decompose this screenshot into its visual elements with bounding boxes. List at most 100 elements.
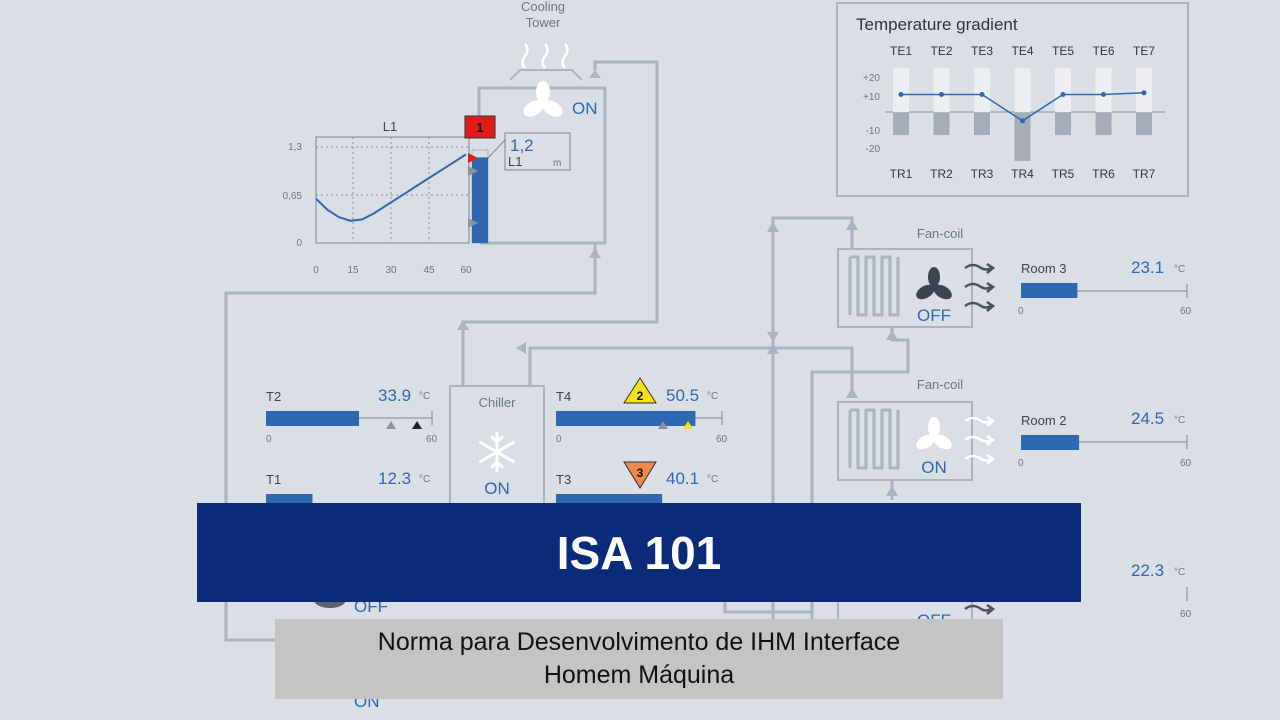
sensor-bar [556, 411, 696, 426]
alarm-badge-3[interactable]: 3 [623, 461, 657, 489]
room-bar [1021, 283, 1078, 298]
flow-arrow-icon [457, 320, 469, 330]
flow-arrow-icon [886, 486, 898, 496]
cooling-tower-title-line1: Cooling [521, 0, 565, 14]
gradient-bottom-label: TR5 [1052, 167, 1075, 181]
room-max: 60 [1180, 609, 1192, 620]
gradient-column-bottom [1136, 113, 1152, 135]
gradient-column-top [1136, 68, 1152, 112]
snowflake-icon [479, 431, 515, 473]
sensor-t2[interactable]: T2 33.9 °C 0 60 [266, 386, 438, 445]
gradient-column-bottom [933, 113, 950, 135]
fancoil-state: OFF [917, 306, 951, 325]
room-label: Room 2 [1021, 413, 1067, 428]
gradient-column-top [1055, 68, 1071, 112]
sensor-tag: T2 [266, 389, 281, 404]
limit-marker [468, 218, 478, 228]
alarm-badge-2[interactable]: 2 [623, 377, 657, 404]
room-bar [1021, 435, 1080, 450]
chiller[interactable]: Chiller ON [449, 385, 545, 517]
airflow-icon [964, 603, 996, 615]
alarm-badge-1[interactable]: 1 [464, 115, 496, 139]
airflow-icon [964, 262, 996, 312]
coil-icon [848, 408, 900, 470]
level-y-tick: 0,65 [283, 191, 303, 202]
subtitle-box: Norma para Desenvolvimento de IHM Interf… [275, 619, 1003, 699]
level-x-tick: 15 [347, 265, 359, 276]
gradient-top-label: TE2 [930, 44, 952, 58]
chiller-state: ON [484, 479, 510, 498]
room-unit: °C [1174, 415, 1185, 426]
cooling-tower-title-line2: Tower [526, 15, 561, 30]
room-unit: °C [1174, 567, 1185, 578]
level-x-tick: 30 [385, 265, 397, 276]
fancoil-room2[interactable]: Fan-coil ON Room 2 24.5 °C 0 60 [837, 377, 1192, 481]
flow-arrow-icon [767, 222, 779, 232]
room-value: 24.5 [1131, 409, 1164, 428]
airflow-icon [964, 415, 996, 465]
sensor-unit: °C [419, 474, 430, 485]
sensor-max: 60 [426, 434, 438, 445]
temperature-gradient-panel: Temperature gradient +20 +10 -10 -20 TE1… [836, 2, 1189, 197]
sensor-value: 40.1 [666, 469, 699, 488]
gradient-top-label: TE5 [1052, 44, 1074, 58]
coil-icon [848, 255, 900, 317]
level-y-tick: 0 [296, 238, 302, 249]
gradient-column-bottom [1055, 113, 1071, 135]
alarm-limit-marker [683, 421, 693, 429]
alarm-badge-label: 3 [637, 466, 644, 480]
gradient-point [1141, 90, 1147, 96]
room-value: 22.3 [1131, 561, 1164, 580]
flow-arrow-icon [767, 332, 779, 342]
gradient-top-label: TE1 [890, 44, 912, 58]
level-x-tick: 0 [313, 265, 319, 276]
alarm-badge-label: 2 [637, 389, 644, 403]
gradient-column-bottom [974, 113, 990, 135]
gradient-column-top [1014, 68, 1031, 112]
sensor-value: 33.9 [378, 386, 411, 405]
steam-icon [521, 43, 569, 69]
fan-icon [916, 417, 952, 450]
fancoil-room3[interactable]: Fan-coil OFF Room 3 23.1 °C 0 60 [837, 226, 1192, 328]
level-readout-unit: m [553, 158, 561, 169]
gradient-top-label: TE3 [971, 44, 993, 58]
room-max: 60 [1180, 458, 1192, 469]
room-min: 0 [1018, 306, 1024, 317]
level-bar-fill [472, 157, 488, 243]
gradient-column-top [893, 68, 909, 112]
level-y-tick: 1,3 [288, 142, 302, 153]
sensor-tag: T1 [266, 472, 281, 487]
sensor-value: 50.5 [666, 386, 699, 405]
level-x-tick: 45 [423, 265, 435, 276]
title-banner: ISA 101 [197, 503, 1081, 602]
gradient-columns: TE1TR1TE2TR2TE3TR3TE4TR4TE5TR5TE6TR6TE7T… [890, 44, 1156, 181]
alarm-badge-label: 1 [476, 120, 483, 135]
sensor-t3[interactable]: T3 3 40.1 °C [556, 461, 718, 509]
level-readout-tag: L1 [508, 154, 522, 169]
gradient-point [979, 92, 985, 97]
room-label: Room 3 [1021, 261, 1067, 276]
fancoil-title: Fan-coil [917, 377, 963, 392]
gradient-y-tick: -20 [866, 144, 881, 155]
sensor-tag: T4 [556, 389, 571, 404]
flow-arrow-icon [589, 70, 601, 78]
gradient-point [1020, 118, 1025, 124]
gradient-column-bottom [893, 113, 909, 135]
flow-arrow-icon [589, 248, 601, 258]
fan-icon [916, 267, 952, 300]
sensor-value: 12.3 [378, 469, 411, 488]
gradient-bottom-label: TR4 [1011, 167, 1034, 181]
gradient-point [1101, 92, 1106, 97]
gradient-column-top [1095, 68, 1112, 112]
chiller-title: Chiller [479, 395, 517, 410]
fancoil-title: Fan-coil [917, 226, 963, 241]
gradient-column-bottom [1095, 113, 1112, 135]
sensor-unit: °C [707, 474, 718, 485]
sensor-min: 0 [266, 434, 272, 445]
level-readout-value: 1,2 [510, 136, 534, 155]
sensor-t4[interactable]: T4 2 50.5 °C 0 60 [556, 377, 728, 445]
cooling-tower[interactable]: Cooling Tower ON [509, 0, 598, 120]
gradient-y-tick: +20 [863, 73, 880, 84]
gradient-top-label: TE7 [1133, 44, 1155, 58]
